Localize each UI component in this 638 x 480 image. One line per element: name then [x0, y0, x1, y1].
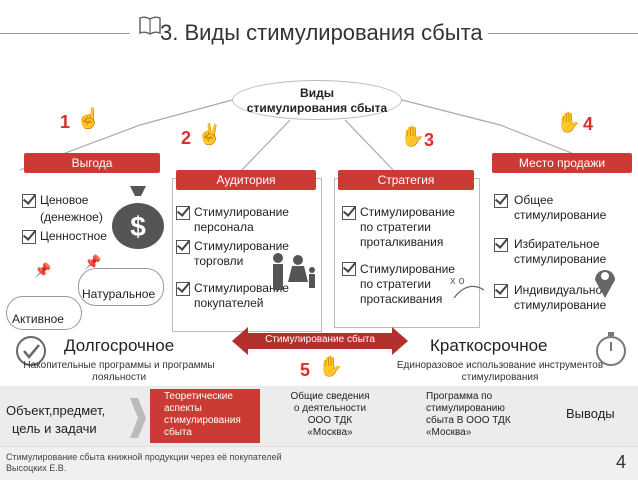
category-header-benefit: Выгода	[24, 153, 160, 173]
strategy-push-2: по стратегии	[360, 220, 431, 234]
audience-item-buyers-1: Стимулирование	[194, 281, 289, 295]
long-term-title: Долгосрочное	[64, 336, 175, 355]
hand-two-icon: ✌	[197, 124, 222, 146]
checkbox-icon	[22, 230, 36, 244]
flow-step-company: Общие сведения о деятельности ООО ТДК «М…	[290, 391, 370, 438]
strategy-push-3: проталкивания	[360, 235, 444, 249]
svg-text:$: $	[130, 211, 146, 242]
category-header-place: Место продажи	[492, 153, 632, 173]
double-arrow-shape	[232, 327, 408, 355]
place-individual-1: Индивидуальное	[514, 283, 609, 297]
checkbox-icon	[22, 194, 36, 208]
number-1: 1	[60, 112, 71, 132]
category-box-strategy	[334, 178, 480, 328]
arrow-label: Стимулирование сбыта	[265, 334, 375, 345]
tag-cloud-natural	[78, 268, 164, 306]
center-line1: Виды	[300, 86, 334, 100]
page-title: 3. Виды стимулирования сбыта	[160, 20, 483, 45]
long-term-desc-1: Накопительные программы и программы	[23, 360, 215, 371]
checkbox-icon	[342, 262, 356, 276]
number-2: 2	[181, 128, 192, 148]
pushpin-icon: 📌	[34, 262, 52, 278]
page-number: 4	[615, 452, 626, 472]
flow-step-theory: Теоретические аспекты стимулирования сбы…	[164, 391, 241, 438]
svg-text:x o: x o	[450, 275, 465, 287]
flow-step-theory-box	[150, 389, 260, 443]
number-3: 3	[424, 130, 435, 150]
header-line-right	[488, 33, 638, 34]
slide-header: 3. Виды стимулирования сбыта	[0, 0, 638, 56]
benefit-tag-natural: Натуральное	[82, 287, 156, 301]
checkbox-icon	[176, 282, 190, 296]
strategy-push-1: Стимулирование	[360, 205, 455, 219]
flow-step-conclusions: Выводы	[566, 406, 615, 421]
flow-arrows	[130, 398, 146, 438]
flow-step-program: Программа по стимулированию сбыта В ООО …	[426, 391, 511, 438]
strategy-pull-2: по стратегии	[360, 277, 431, 291]
benefit-tag-active: Активное	[12, 312, 64, 326]
place-selective-1: Избирательное	[514, 237, 600, 251]
map-pin-icon	[595, 270, 615, 298]
number-4: 4	[583, 114, 594, 134]
hand-four-icon: ✋	[556, 112, 581, 134]
hand-three-icon: ✋	[400, 126, 425, 148]
checkbox-icon	[494, 238, 508, 252]
category-header-audience: Аудитория	[176, 170, 316, 190]
money-bag-icon: $	[112, 186, 164, 249]
stopwatch-icon	[596, 332, 626, 366]
checkbox-icon	[176, 206, 190, 220]
checkbox-icon	[494, 194, 508, 208]
checkbox-icon	[176, 240, 190, 254]
number-5: 5	[300, 360, 311, 380]
place-selective-2: стимулирование	[514, 252, 607, 266]
strategy-board-icon: x o	[450, 275, 485, 299]
audience-item-staff-1: Стимулирование	[194, 205, 289, 219]
center-line2: стимулирования сбыта	[246, 101, 388, 115]
audience-item-trade-1: Стимулирование	[194, 239, 289, 253]
benefit-item-monetary: (денежное)	[40, 210, 103, 224]
place-individual-2: стимулирование	[514, 298, 607, 312]
audience-item-buyers-2: покупателей	[194, 296, 264, 310]
center-node: Виды стимулирования сбыта	[232, 80, 402, 120]
flow-step-object: Объект,предмет, цель и задачи	[6, 403, 106, 436]
header-line-left	[0, 33, 130, 34]
flow-strip	[0, 386, 638, 446]
strategy-pull-1: Стимулирование	[360, 262, 455, 276]
pushpin-icon: 📌	[84, 254, 102, 270]
audience-item-trade-2: торговли	[194, 254, 244, 268]
checkbox-icon	[342, 206, 356, 220]
hand-one-icon: ☝	[76, 108, 101, 130]
place-general-2: стимулирование	[514, 208, 607, 222]
category-header-strategy: Стратегия	[338, 170, 474, 190]
strategy-pull-3: протаскивания	[360, 292, 443, 306]
long-term-desc-2: лояльности	[91, 372, 147, 383]
family-icon	[273, 253, 315, 290]
footer-text: Стимулирование сбыта книжной продукции ч…	[6, 452, 282, 473]
slide-footer: Стимулирование сбыта книжной продукции ч…	[0, 446, 638, 480]
benefit-item-price: Ценовое	[40, 193, 89, 207]
check-circle-icon	[16, 336, 46, 366]
audience-item-staff-2: персонала	[194, 220, 254, 234]
short-term-title: Краткосрочное	[430, 336, 548, 355]
open-book-icon	[139, 16, 161, 35]
tag-cloud-active	[6, 296, 82, 330]
benefit-item-value: Ценностное	[40, 229, 107, 243]
checkbox-icon	[494, 284, 508, 298]
short-term-desc-1: Единоразовое использование инструментов	[396, 360, 604, 371]
hand-five-icon: ✋	[318, 356, 343, 378]
place-general-1: Общее	[514, 193, 554, 207]
short-term-desc-2: стимулирования	[461, 372, 539, 383]
